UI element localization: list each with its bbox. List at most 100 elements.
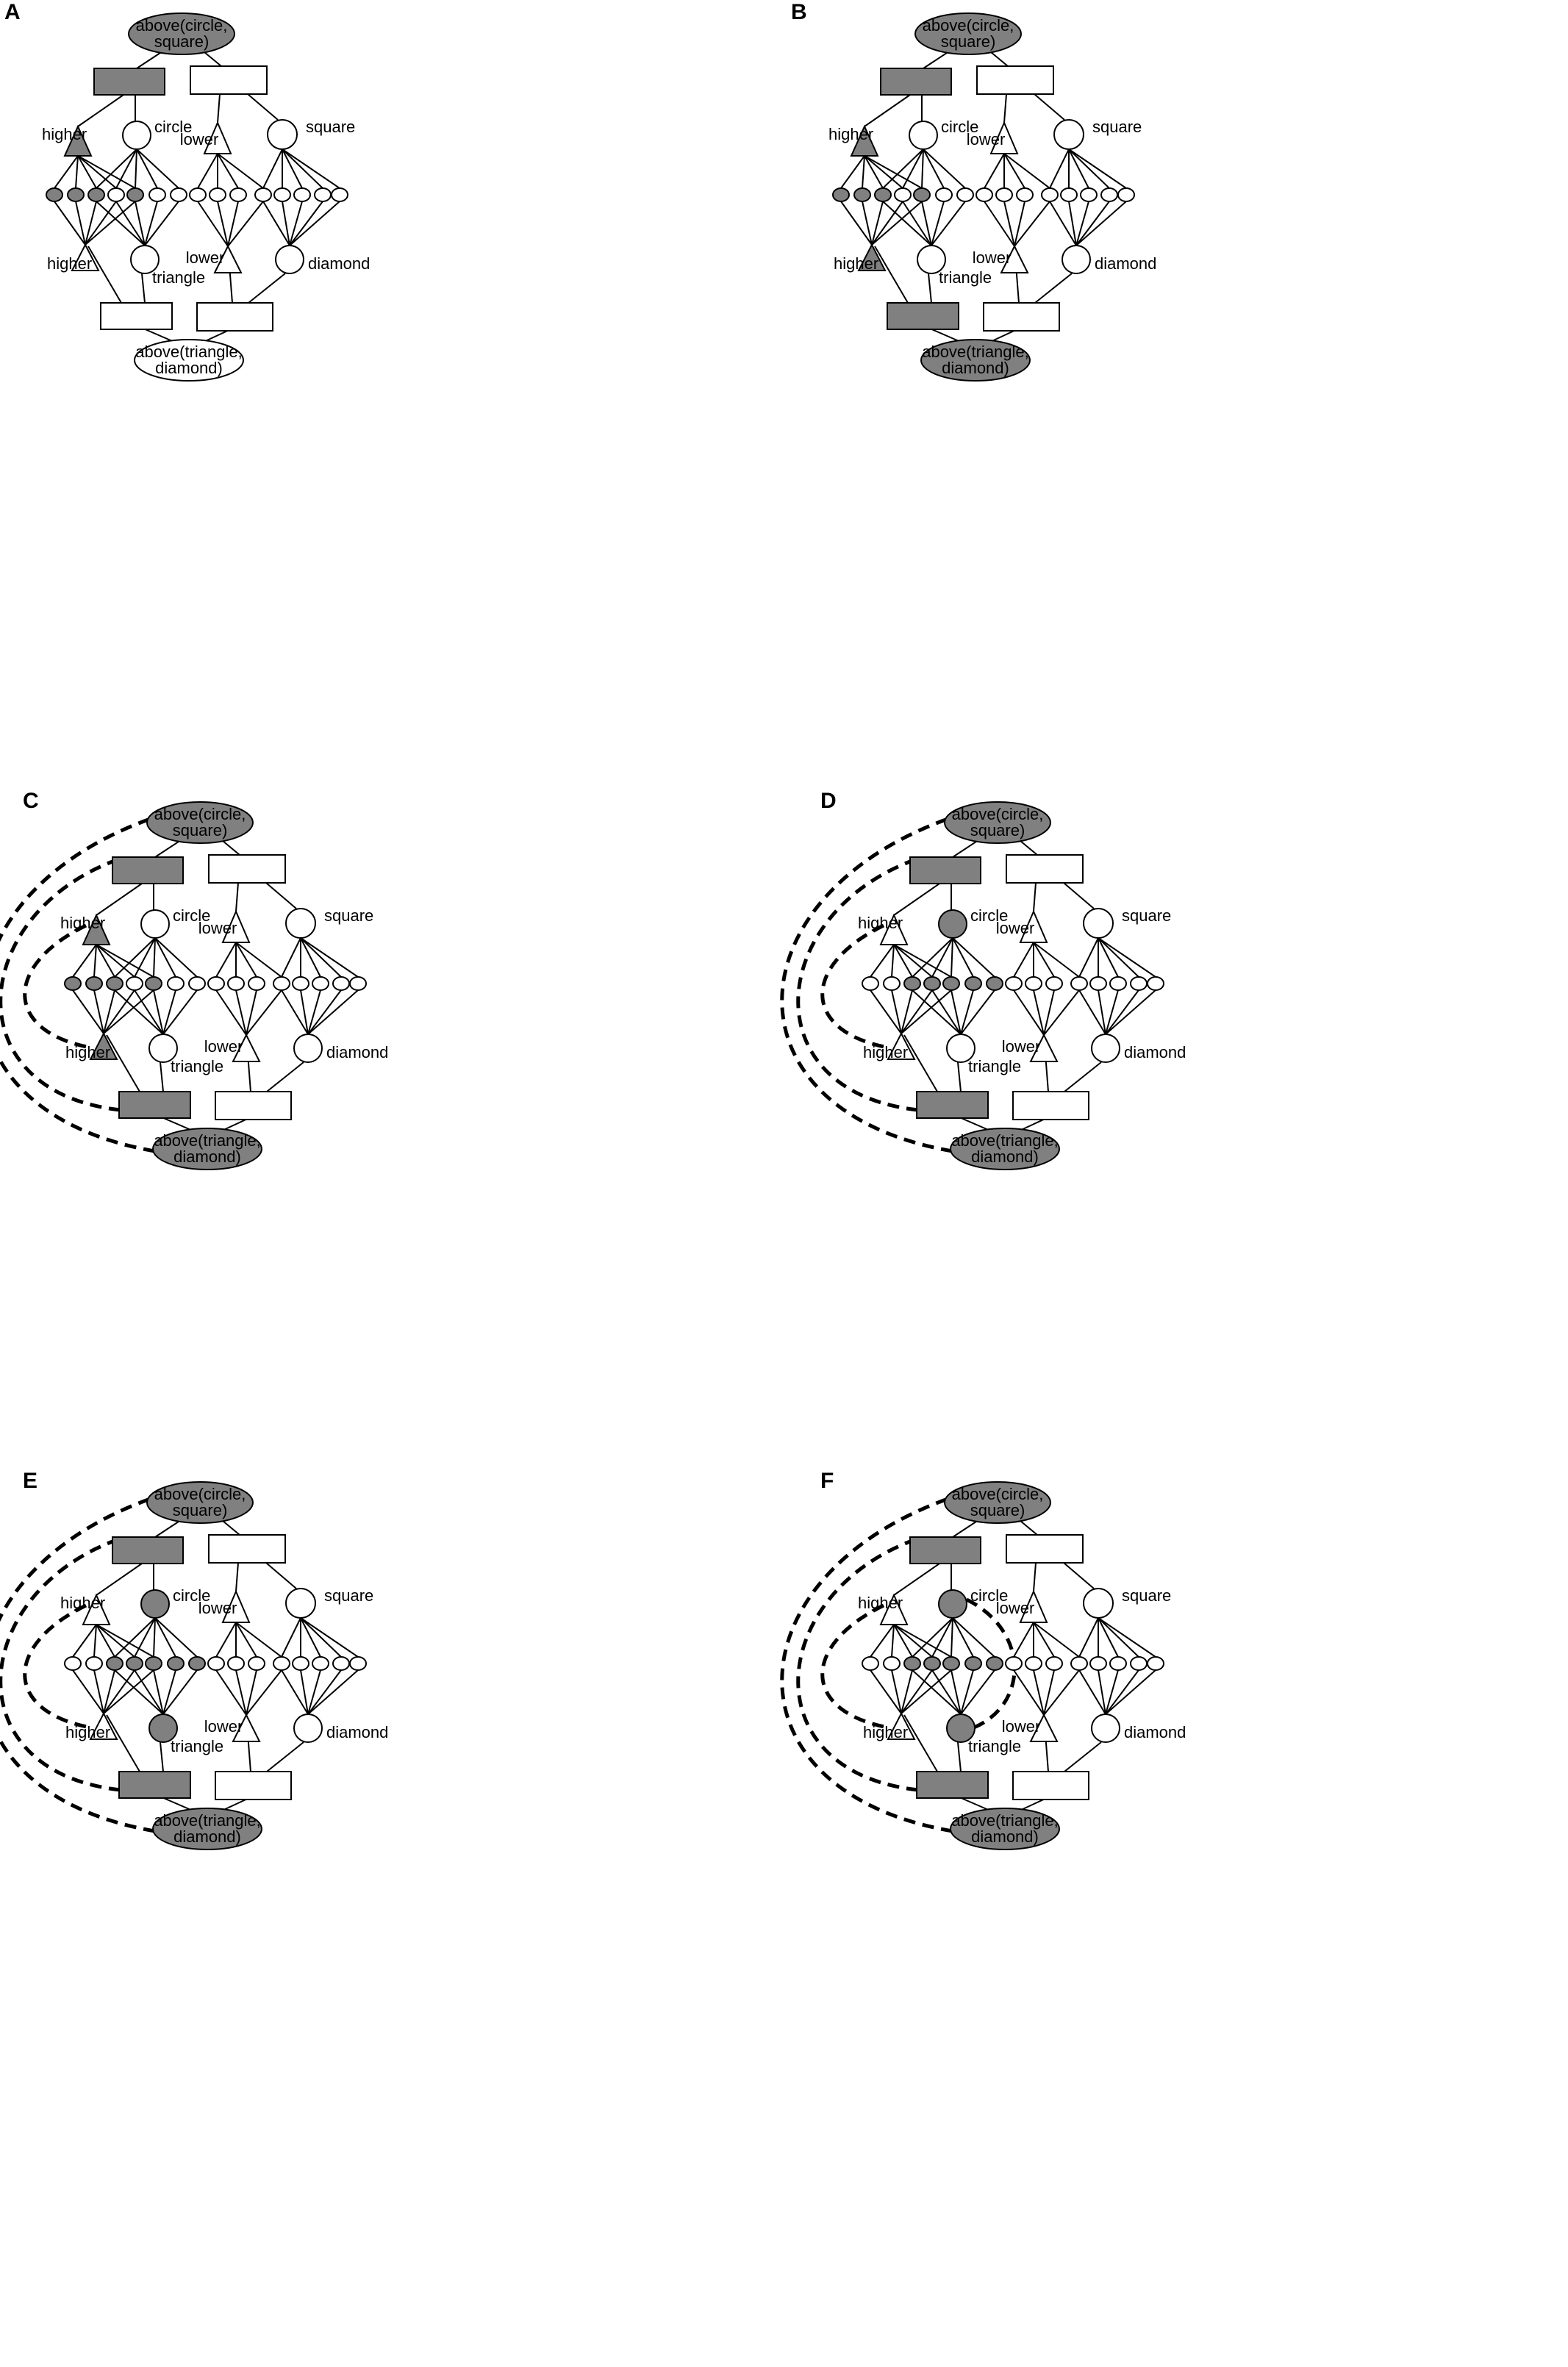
connection-line (921, 148, 924, 189)
connection-line (1098, 937, 1156, 978)
connection-line (901, 1669, 913, 1714)
connection-line (1105, 1669, 1139, 1715)
semantic-unit (1045, 1656, 1063, 1671)
lower-top-label: lower (967, 130, 1006, 148)
connection-line (912, 937, 953, 978)
bottom-relation-node-label: above(triangle, (154, 1811, 261, 1830)
connection-line (870, 989, 902, 1034)
connection-line (1049, 201, 1077, 246)
top-relation-node-label: above(circle, (952, 1485, 1044, 1503)
semantic-unit (188, 976, 206, 991)
semantic-unit (964, 1656, 982, 1671)
connection-line (1105, 989, 1119, 1035)
semantic-unit (986, 976, 1003, 991)
circle-node (140, 909, 170, 939)
higher-top-node (82, 913, 111, 945)
semantic-unit (964, 976, 982, 991)
triangle-node (946, 1714, 975, 1743)
connection-line (901, 1669, 952, 1714)
semantic-unit (254, 187, 272, 202)
higher-top-label: higher (42, 125, 87, 143)
semantic-unit (314, 187, 332, 202)
panel-letter: D (820, 789, 837, 813)
triangle-node (148, 1034, 178, 1063)
bottom-relation-node-label: above(triangle, (922, 343, 1029, 361)
bottom-relation-node-label: diamond) (971, 1827, 1039, 1846)
connection-line (262, 148, 283, 189)
bottom-relation-node (950, 1128, 1060, 1170)
role-box-bottom-right (1012, 1091, 1089, 1120)
role-box-top-left (93, 68, 165, 96)
role-box-top-right (190, 65, 268, 95)
connection-line (300, 937, 342, 978)
connection-line (1013, 1669, 1045, 1716)
connection-line (96, 1624, 115, 1658)
connection-line (893, 944, 913, 978)
role-box-top-left (909, 856, 981, 884)
connection-line (96, 944, 115, 978)
panel-letter: A (4, 0, 21, 24)
top-relation-node-label: above(circle, (154, 805, 246, 823)
connection-line (103, 1669, 115, 1714)
semantic-unit (874, 187, 892, 202)
circle-node (122, 121, 151, 150)
connection-line (1098, 937, 1139, 978)
connection-line (1043, 1669, 1055, 1716)
connection-line (235, 942, 282, 978)
higher-bottom-label: higher (65, 1043, 110, 1061)
connection-line (235, 942, 257, 978)
connection-line (197, 201, 229, 247)
connection-line (864, 155, 923, 189)
panel-d: Dabove(circle,square)above(triangle,diam… (780, 789, 1186, 1170)
connection-line (931, 201, 945, 246)
connection-line (134, 1617, 156, 1658)
connection-line (1034, 273, 1073, 304)
connection-line (96, 148, 137, 189)
semantic-unit (923, 976, 941, 991)
semantic-unit (332, 976, 350, 991)
circle-node (938, 1589, 967, 1619)
circle-node (938, 909, 967, 939)
semantic-unit (292, 976, 309, 991)
top-relation-node-label: above(circle, (136, 16, 228, 35)
top-relation-node-label: above(circle, (154, 1485, 246, 1503)
connection-line (891, 1624, 895, 1658)
connection-line (870, 1624, 895, 1658)
connection-line (1098, 1669, 1106, 1715)
square-label: square (1122, 906, 1171, 925)
connection-line (217, 201, 229, 247)
mapping-role-line (796, 857, 927, 1113)
connection-line (248, 273, 286, 304)
connection-line (300, 1617, 321, 1658)
lower-bottom-label: lower (973, 248, 1012, 267)
connection-line (1098, 1617, 1139, 1658)
higher-bottom-node (89, 1711, 118, 1740)
connection-line (1075, 201, 1110, 246)
higher-bottom-node (71, 243, 100, 271)
semantic-unit (1147, 976, 1164, 991)
diamond-node (1062, 245, 1091, 274)
connection-line (1033, 989, 1045, 1036)
semantic-unit (1005, 1656, 1023, 1671)
semantic-unit (942, 976, 960, 991)
connection-line (840, 155, 865, 189)
connection-line (1105, 1669, 1156, 1715)
connection-line (1068, 148, 1110, 189)
connection-line (154, 937, 198, 978)
diamond-label: diamond (1124, 1723, 1186, 1741)
connection-line (235, 1562, 239, 1592)
top-relation-node-label: square) (154, 32, 210, 51)
bottom-relation-node-label: diamond) (942, 359, 1009, 377)
connection-line (871, 201, 884, 246)
connection-line (1063, 882, 1095, 909)
mapping-higher-line (820, 923, 889, 1050)
connection-line (96, 883, 143, 916)
connection-line (282, 148, 340, 189)
connection-line (984, 201, 1015, 247)
semantic-unit (903, 976, 921, 991)
semantic-unit (1147, 1656, 1164, 1671)
connection-line (1043, 989, 1080, 1036)
circle-label: circle (970, 906, 1008, 925)
mapping-higher-line (23, 923, 91, 1050)
